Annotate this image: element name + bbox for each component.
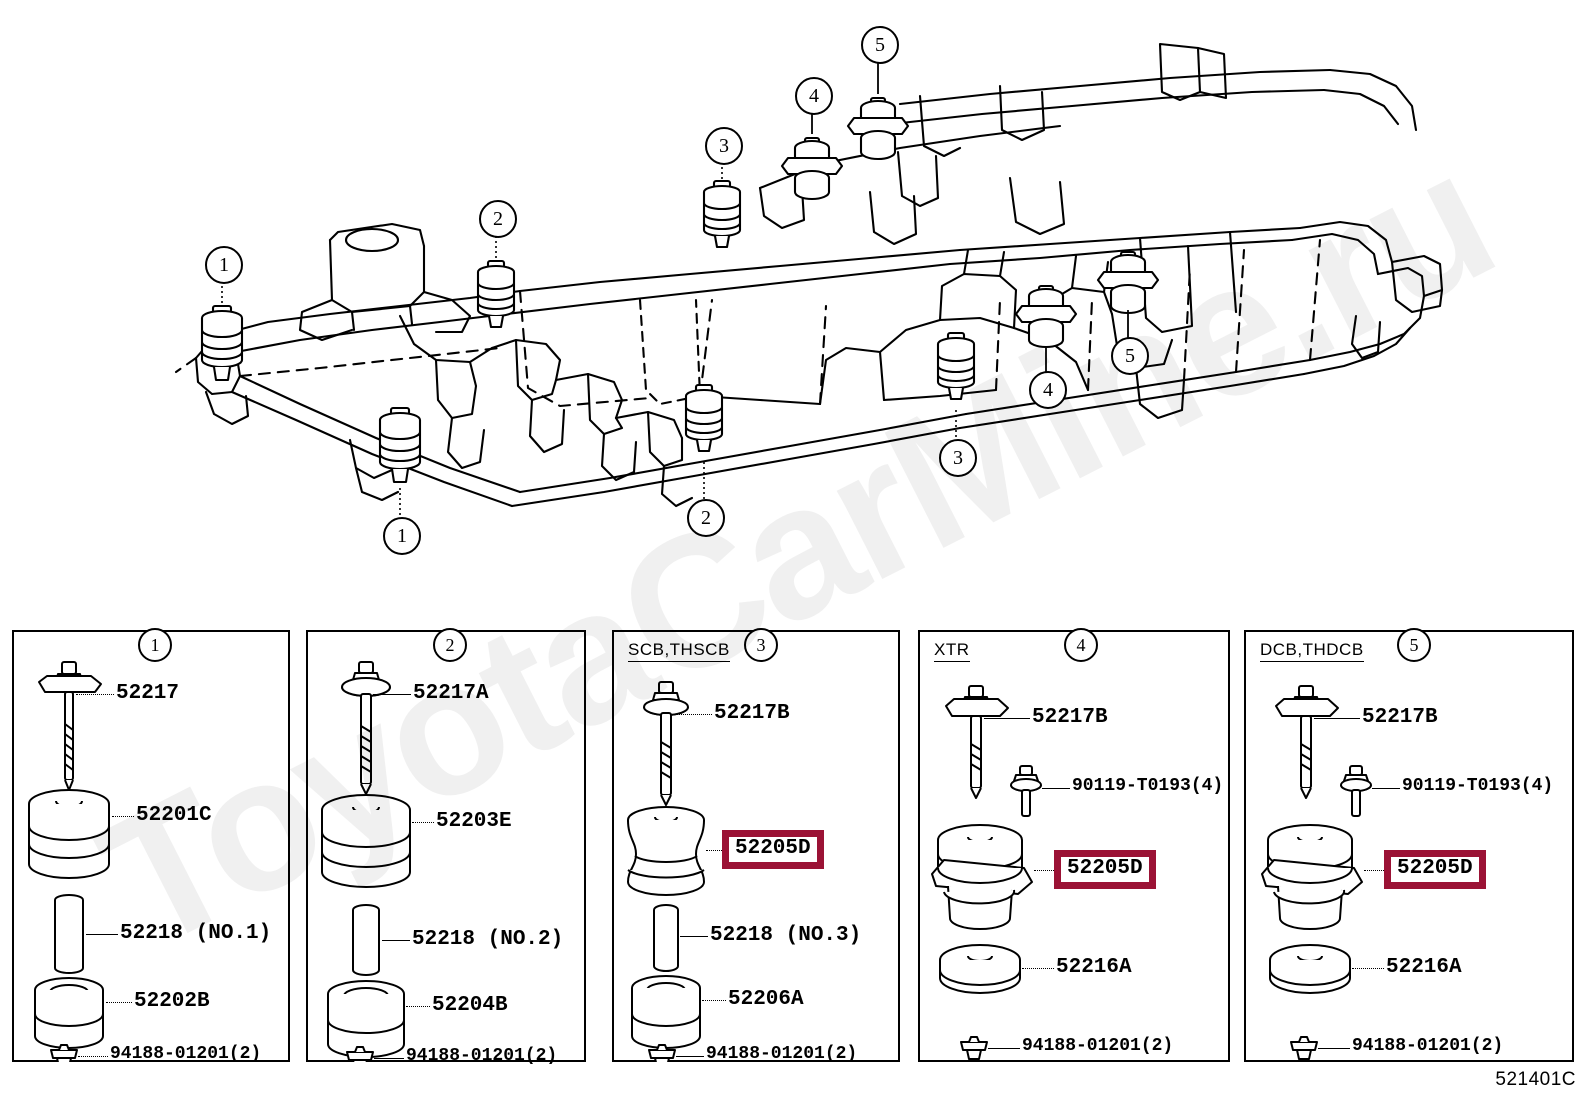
parts-panel-1: 1 52217 52201C 52218 (NO.1) 52202B 94188… xyxy=(12,628,290,1064)
callout-label: 4 xyxy=(809,85,819,107)
leader-line xyxy=(406,1006,430,1007)
callout-label: 2 xyxy=(701,507,711,529)
callout-label: 4 xyxy=(1043,379,1053,401)
leader-line xyxy=(382,940,410,941)
leader-line xyxy=(988,1048,1020,1049)
leader-line xyxy=(680,936,708,937)
panel-number-label: 5 xyxy=(1409,635,1419,655)
part-label-52217A: 52217A xyxy=(413,682,489,705)
callout-label: 2 xyxy=(493,208,503,230)
panel-number-label: 2 xyxy=(445,635,455,655)
panel-3-number: 3 xyxy=(744,628,778,662)
leader-line xyxy=(78,1056,108,1057)
leader-line xyxy=(706,850,724,851)
part-label-52217B: 52217B xyxy=(1032,706,1108,729)
leader-line xyxy=(676,1056,704,1057)
part-label-52206A: 52206A xyxy=(728,988,804,1011)
leader-line xyxy=(984,718,1030,719)
panel-number-label: 4 xyxy=(1076,635,1086,655)
parts-panel-row: 1 52217 52201C 52218 (NO.1) 52202B 94188… xyxy=(0,590,1592,1070)
leader-line xyxy=(374,1058,404,1059)
part-label-52203E: 52203E xyxy=(436,810,512,833)
panel-3-header: SCB,THSCB xyxy=(628,640,730,662)
frame-bushing-icons xyxy=(200,62,1160,518)
panel-number-label: 3 xyxy=(756,635,766,655)
parts-panel-4: XTR xyxy=(918,628,1230,1062)
panel-5-number: 5 xyxy=(1397,628,1431,662)
part-label-52205D-highlight: 52205D xyxy=(1054,850,1156,890)
frame-callout-1-rear: 1 xyxy=(383,517,421,555)
leader-line xyxy=(1352,968,1384,969)
leader-line xyxy=(674,714,712,715)
leader-line xyxy=(86,934,118,935)
part-label-52218-no3: 52218 (NO.3) xyxy=(710,924,862,947)
part-label-52218-no2: 52218 (NO.2) xyxy=(412,928,564,951)
frame-callout-2-front: 2 xyxy=(479,200,517,238)
part-label-52205D-highlight: 52205D xyxy=(722,830,824,870)
part-label-52205D-highlight: 52205D xyxy=(1384,850,1486,890)
leader-line xyxy=(373,694,411,695)
callout-label: 3 xyxy=(953,447,963,469)
panel-5-artwork xyxy=(1261,685,1372,1060)
leader-line xyxy=(1022,968,1054,969)
part-label-52216A: 52216A xyxy=(1056,956,1132,979)
panel-3-artwork xyxy=(627,681,705,1062)
panel-5-header: DCB,THDCB xyxy=(1260,640,1364,662)
leader-line xyxy=(76,694,114,695)
frame-callout-3-front: 3 xyxy=(705,127,743,165)
part-label-52217: 52217 xyxy=(116,682,180,705)
part-label-52201C: 52201C xyxy=(136,804,212,827)
leader-line xyxy=(702,1000,726,1001)
part-label-94188: 94188-01201(2) xyxy=(406,1046,558,1066)
part-label-94188: 94188-01201(2) xyxy=(1022,1036,1174,1056)
panel-1-number: 1 xyxy=(138,628,172,662)
parts-panel-3: SCB,THSCB xyxy=(612,628,900,1064)
leader-line xyxy=(412,822,434,823)
panel-2-artwork xyxy=(321,661,411,1062)
frame-callout-3-rear: 3 xyxy=(939,439,977,477)
part-label-90119-T0193: 90119-T0193(4) xyxy=(1402,776,1554,796)
parts-panel-5: DCB,THDCB xyxy=(1244,628,1574,1062)
panel-4-artwork xyxy=(931,685,1042,1060)
panel-4-number: 4 xyxy=(1064,628,1098,662)
leader-line xyxy=(1372,788,1400,789)
leader-line xyxy=(1034,870,1056,871)
part-label-52218-no1: 52218 (NO.1) xyxy=(120,922,272,945)
frame-callout-5-front: 5 xyxy=(861,26,899,64)
panel-4-header: XTR xyxy=(934,640,970,662)
part-label-94188: 94188-01201(2) xyxy=(1352,1036,1504,1056)
frame-callout-1-front: 1 xyxy=(205,246,243,284)
leader-line xyxy=(106,1002,132,1003)
callout-label: 3 xyxy=(719,135,729,157)
part-label-94188: 94188-01201(2) xyxy=(706,1044,858,1064)
part-label-52202B: 52202B xyxy=(134,990,210,1013)
callout-label: 5 xyxy=(1125,345,1135,367)
part-label-94188: 94188-01201(2) xyxy=(110,1044,262,1064)
part-label-52204B: 52204B xyxy=(432,994,508,1017)
part-label-90119-T0193: 90119-T0193(4) xyxy=(1072,776,1224,796)
panel-2-number: 2 xyxy=(433,628,467,662)
part-label-52217B: 52217B xyxy=(1362,706,1438,729)
part-label-52216A: 52216A xyxy=(1386,956,1462,979)
callout-label: 1 xyxy=(397,525,407,547)
part-label-52217B: 52217B xyxy=(714,702,790,725)
callout-label: 1 xyxy=(219,254,229,276)
frame-callout-4-front: 4 xyxy=(795,77,833,115)
frame-callout-4-rear: 4 xyxy=(1029,371,1067,409)
panel-number-label: 1 xyxy=(150,635,160,655)
diagram-code: 521401C xyxy=(1495,1069,1576,1090)
frame-callout-5-rear: 5 xyxy=(1111,337,1149,375)
leader-line xyxy=(1364,870,1386,871)
frame-callout-2-rear: 2 xyxy=(687,499,725,537)
parts-panel-2: 2 52217A 52203E 52218 (NO.2) 52204B 9418… xyxy=(306,628,586,1066)
leader-line xyxy=(1042,788,1070,789)
leader-line xyxy=(112,816,134,817)
leader-line xyxy=(1314,718,1360,719)
panel-1-artwork xyxy=(28,661,110,1062)
leader-line xyxy=(1318,1048,1350,1049)
callout-label: 5 xyxy=(875,34,885,56)
